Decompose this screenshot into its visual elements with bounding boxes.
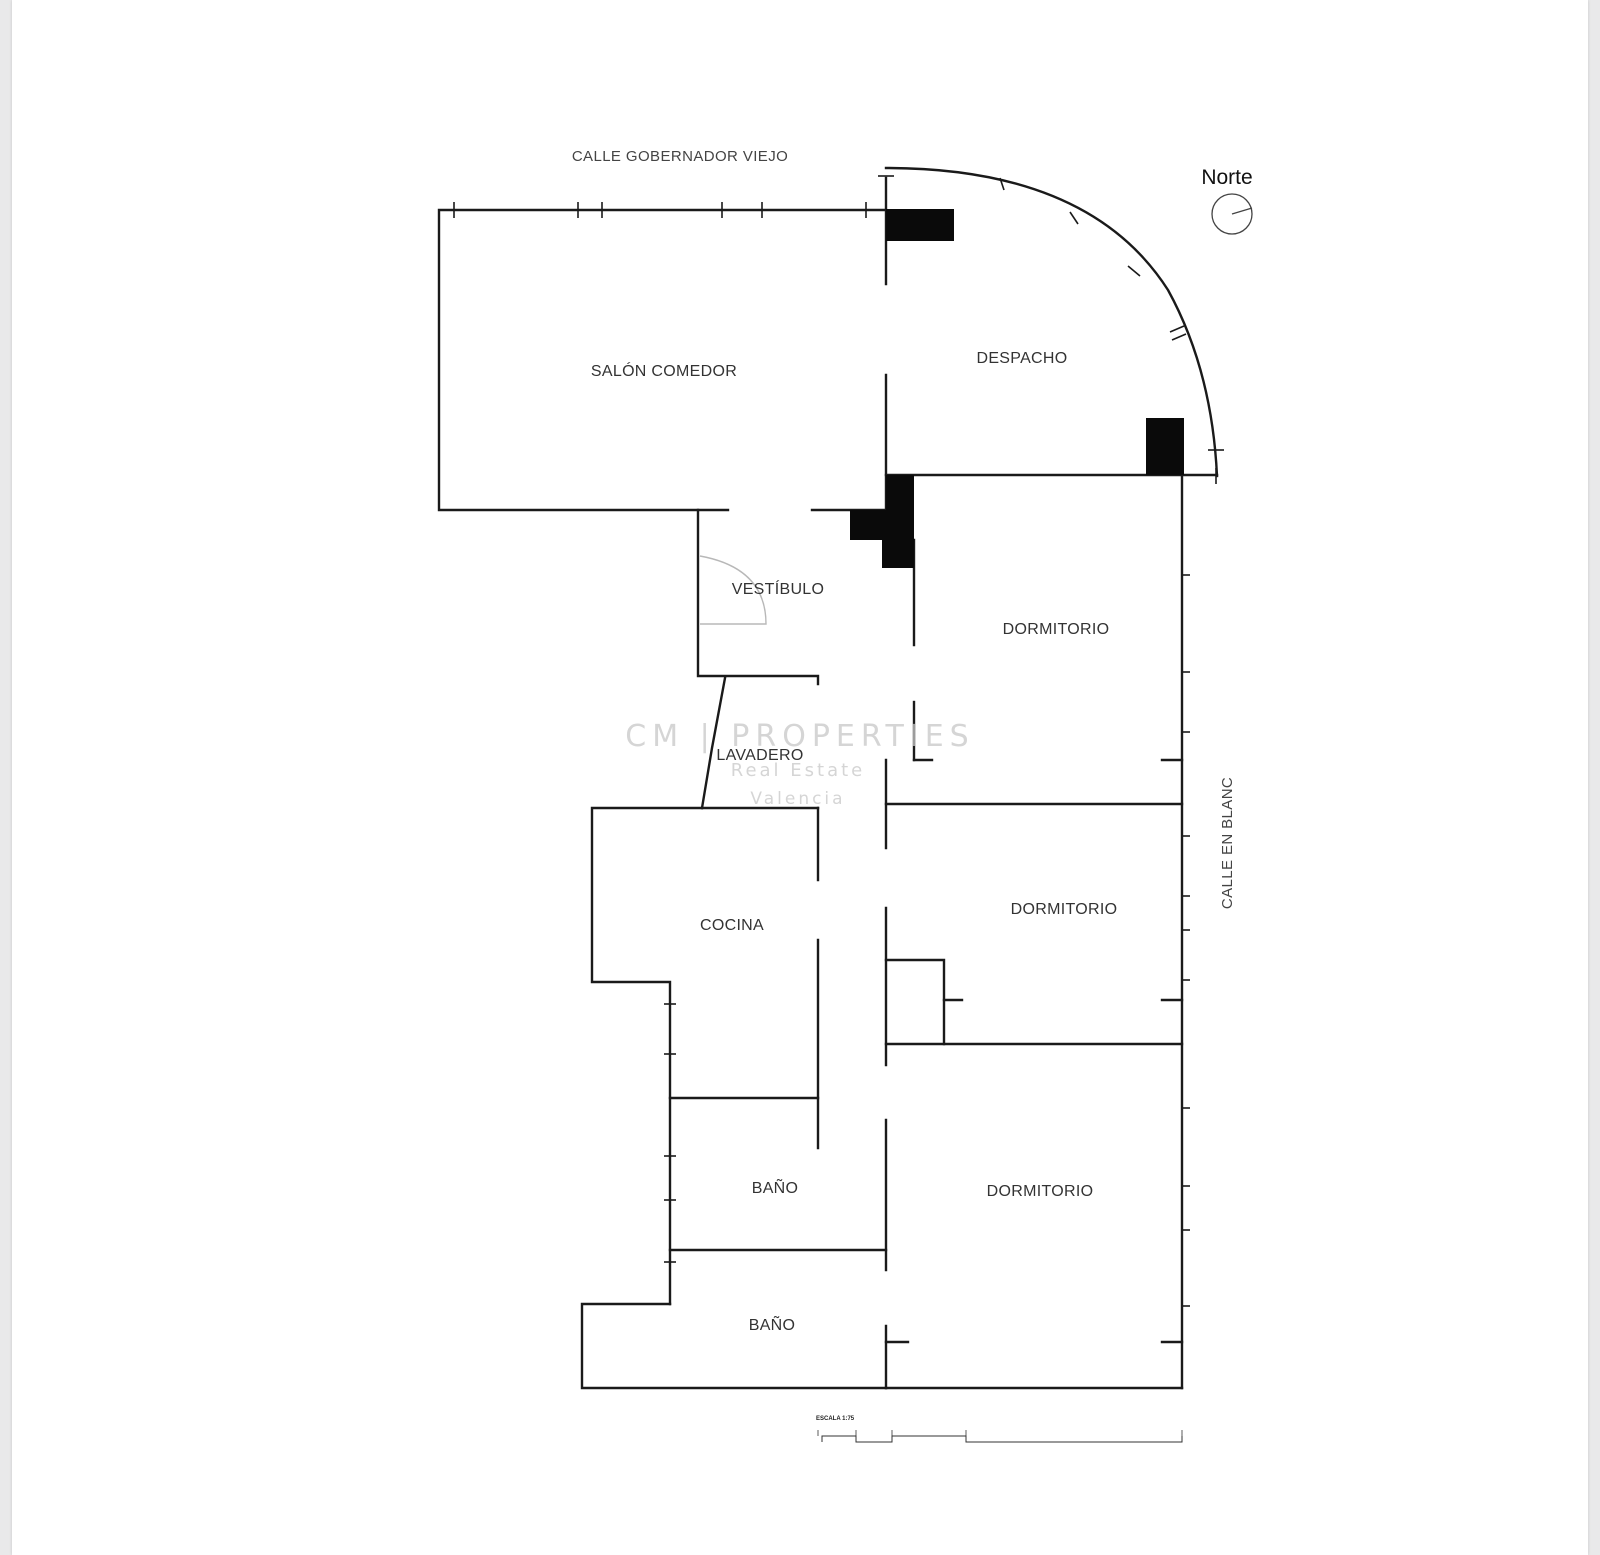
street-label-north: CALLE GOBERNADOR VIEJO (572, 148, 788, 165)
pillar-despacho-nw (886, 209, 954, 241)
room-label-cocina: COCINA (700, 917, 764, 934)
watermark-line-1: CM | PROPERTIES (625, 719, 974, 754)
room-label-despacho: DESPACHO (976, 350, 1067, 367)
compass: Norte (1201, 166, 1253, 235)
room-labels: SALÓN COMEDOR DESPACHO VESTÍBULO DORMITO… (591, 350, 1117, 1334)
floor-plan-sheet: Norte CALLE GOBERNADOR VIEJO CALLE EN BL… (12, 0, 1588, 1555)
watermark-line-2: Real Estate (731, 760, 866, 781)
room-label-dormitorio-3: DORMITORIO (987, 1183, 1094, 1200)
wall-dorm2-closet (884, 958, 946, 1046)
pillar-central (850, 475, 914, 568)
floor-plan: Norte CALLE GOBERNADOR VIEJO CALLE EN BL… (437, 148, 1253, 1443)
pillars (850, 209, 1184, 568)
wall-cocina-outer (590, 806, 820, 1100)
room-label-lavadero: LAVADERO (716, 747, 803, 764)
vestibulo-door-swing (699, 555, 767, 625)
room-label-salon: SALÓN COMEDOR (591, 361, 737, 380)
room-label-vestibulo: VESTÍBULO (732, 579, 825, 598)
room-label-dormitorio-2: DORMITORIO (1011, 901, 1118, 918)
wall-despacho-curve (884, 166, 1219, 478)
room-label-dormitorio-1: DORMITORIO (1003, 621, 1110, 638)
street-label-east: CALLE EN BLANC (1219, 777, 1236, 909)
scale-bar: ESCALA 1:75 (816, 1416, 1183, 1443)
compass-icon (1211, 193, 1253, 235)
wall-lavadero (700, 676, 727, 810)
room-label-bano-2: BAÑO (749, 1314, 796, 1334)
watermark: CM | PROPERTIES Real Estate Valencia (625, 719, 974, 809)
scale-label: ESCALA 1:75 (816, 1416, 855, 1422)
wall-salon-outer (437, 208, 888, 512)
window-ticks (453, 175, 1224, 1307)
pillar-despacho-se (1146, 418, 1184, 475)
room-label-bano-1: BAÑO (752, 1177, 799, 1197)
watermark-line-3: Valencia (750, 789, 845, 809)
wall-vestibulo-west (696, 508, 820, 686)
wall-bano2-outer (580, 1302, 888, 1390)
walls (437, 166, 1219, 1390)
compass-label: Norte (1201, 166, 1252, 189)
